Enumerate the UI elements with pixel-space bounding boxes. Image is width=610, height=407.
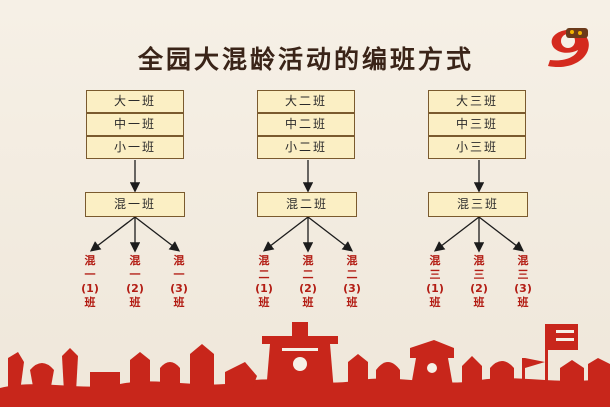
nine-logo-icon — [548, 28, 589, 68]
class-box: 小一班 — [86, 136, 184, 159]
sub-class-label: 混一(2)班 — [126, 254, 144, 309]
class-box: 中二班 — [257, 113, 355, 136]
class-box: 小二班 — [257, 136, 355, 159]
class-box: 中三班 — [428, 113, 526, 136]
sub-class-label: 混三(3)班 — [514, 254, 532, 309]
mixed-class-box: 混三班 — [428, 192, 528, 217]
sub-class-label: 混三(1)班 — [426, 254, 444, 309]
sub-class-label: 混一(1)班 — [81, 254, 99, 309]
sub-class-label: 混一(3)班 — [170, 254, 188, 309]
mixed-class-box: 混二班 — [257, 192, 357, 217]
class-box: 中一班 — [86, 113, 184, 136]
class-box: 大三班 — [428, 90, 526, 113]
sub-class-label: 混二(1)班 — [255, 254, 273, 309]
paper-cut-procession-banner — [0, 322, 610, 407]
diagram-title: 全园大混龄活动的编班方式 — [137, 45, 474, 74]
class-box: 小三班 — [428, 136, 526, 159]
sub-class-label: 混二(3)班 — [343, 254, 361, 309]
sub-class-label: 混二(2)班 — [299, 254, 317, 309]
sub-class-label: 混三(2)班 — [470, 254, 488, 309]
class-box: 大二班 — [257, 90, 355, 113]
class-box: 大一班 — [86, 90, 184, 113]
mixed-class-box: 混一班 — [85, 192, 185, 217]
